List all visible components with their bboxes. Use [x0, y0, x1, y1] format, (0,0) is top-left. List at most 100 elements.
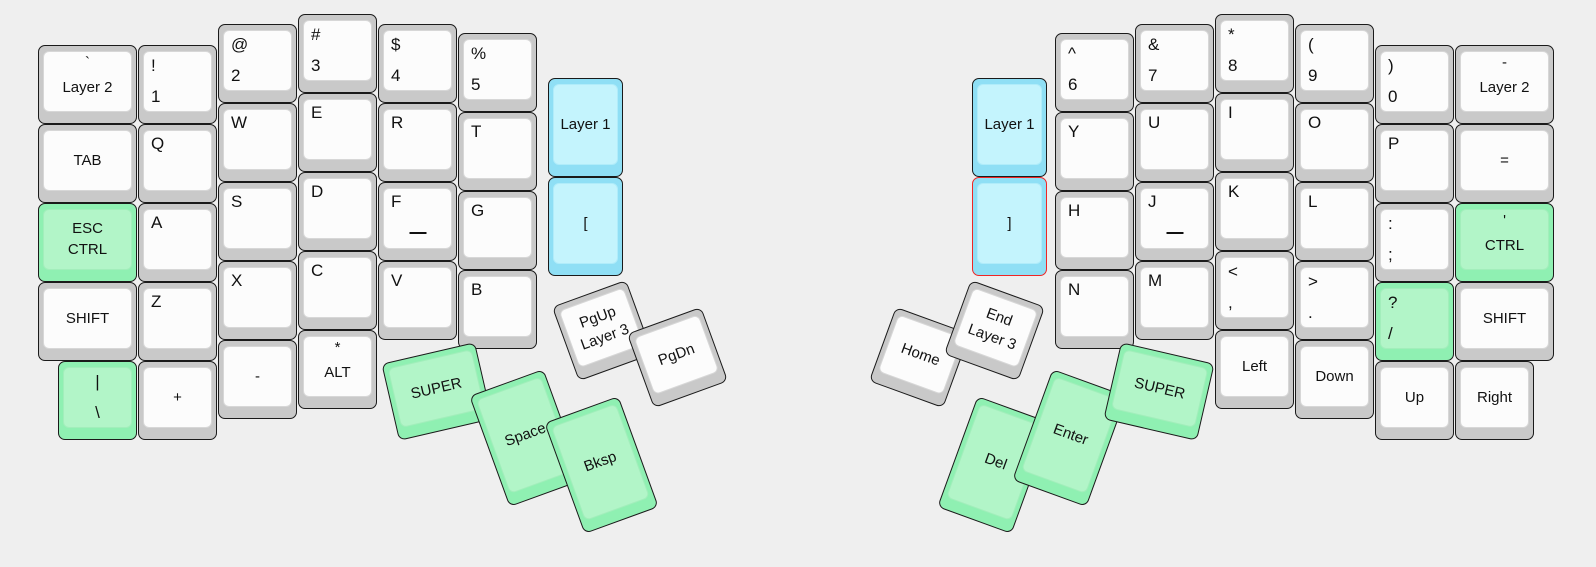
key-legend-center: [: [583, 214, 588, 232]
key-j[interactable]: J: [1135, 182, 1214, 261]
key-face: 'CTRL: [1460, 209, 1549, 270]
key-v[interactable]: V: [378, 261, 457, 340]
key-face: Down: [1300, 346, 1369, 407]
key-x[interactable]: X: [218, 261, 297, 340]
key-m[interactable]: M: [1135, 261, 1214, 340]
key-legend-center: Down: [1315, 367, 1354, 385]
key-layer1-right[interactable]: Layer 1: [972, 78, 1047, 177]
key-p[interactable]: P: [1375, 124, 1454, 203]
key-tab[interactable]: TAB: [38, 124, 137, 203]
key-shift-right[interactable]: SHIFT: [1455, 282, 1554, 361]
key-super-right[interactable]: SUPER: [1103, 342, 1215, 441]
key-legend-primary: \: [95, 403, 100, 423]
key-face: [: [553, 183, 618, 264]
key-y[interactable]: Y: [1055, 112, 1134, 191]
key-k[interactable]: K: [1215, 172, 1294, 251]
key-h[interactable]: H: [1055, 191, 1134, 270]
key-down-arrow[interactable]: Down: [1295, 340, 1374, 419]
key-7-amp[interactable]: &7: [1135, 24, 1214, 103]
key-1-exclam[interactable]: !1: [138, 45, 217, 124]
key-face: <,: [1220, 257, 1289, 318]
key-legend-shifted: ^: [1068, 44, 1076, 63]
key-9-lparen[interactable]: (9: [1295, 24, 1374, 103]
key-pgdn[interactable]: PgDn: [626, 306, 729, 409]
key-super-left[interactable]: SUPER: [381, 342, 493, 441]
key-i[interactable]: I: [1215, 93, 1294, 172]
key-0-rparen[interactable]: )0: [1375, 45, 1454, 124]
key-end-layer3[interactable]: End Layer 3: [943, 279, 1046, 382]
key-equals[interactable]: =: [1455, 124, 1554, 203]
key-legend-primary: B: [471, 280, 483, 299]
key-q[interactable]: Q: [138, 124, 217, 203]
key-face: V: [383, 267, 452, 328]
key-bracket-right[interactable]: ]: [972, 177, 1047, 276]
key-legend-center: Bksp: [581, 448, 620, 476]
key-n[interactable]: N: [1055, 270, 1134, 349]
key-face: M: [1140, 267, 1209, 328]
key-face: Right: [1460, 367, 1529, 428]
key-t[interactable]: T: [458, 112, 537, 191]
key-8-star[interactable]: *8: [1215, 14, 1294, 93]
key-a[interactable]: A: [138, 203, 217, 282]
key-c[interactable]: C: [298, 251, 377, 330]
key-face: ^6: [1060, 39, 1129, 100]
key-face: SHIFT: [1460, 288, 1549, 349]
key-d[interactable]: D: [298, 172, 377, 251]
key-semicolon-colon[interactable]: :;: [1375, 203, 1454, 282]
key-legend-primary: /: [1388, 324, 1393, 344]
key-5-percent[interactable]: %5: [458, 33, 537, 112]
key-legend-primary: I: [1228, 103, 1233, 122]
key-legend-center: Layer 1: [560, 115, 611, 133]
key-left-arrow[interactable]: Left: [1215, 330, 1294, 409]
key-b[interactable]: B: [458, 270, 537, 349]
key-r[interactable]: R: [378, 103, 457, 182]
key-up-arrow[interactable]: Up: [1375, 361, 1454, 440]
key-6-caret[interactable]: ^6: [1055, 33, 1134, 112]
key-u[interactable]: U: [1135, 103, 1214, 182]
key-ctrl-quote[interactable]: 'CTRL: [1455, 203, 1554, 282]
key-face: #3: [303, 20, 372, 81]
key-legend-shifted: |: [95, 372, 100, 391]
key-legend-center: ESC CTRL: [67, 220, 108, 258]
key-e[interactable]: E: [298, 93, 377, 172]
key-plus[interactable]: +: [138, 361, 217, 440]
key-legend-primary: T: [471, 122, 482, 141]
key-minus[interactable]: -: [218, 340, 297, 419]
key-legend-primary: V: [391, 271, 403, 290]
key-legend-shifted: ?: [1388, 293, 1398, 312]
key-s[interactable]: S: [218, 182, 297, 261]
key-legend-center: PgUp Layer 3: [577, 303, 632, 354]
key-g[interactable]: G: [458, 191, 537, 270]
key-slash-question[interactable]: ?/: [1375, 282, 1454, 361]
key-f[interactable]: F: [378, 182, 457, 261]
key-face: @2: [223, 30, 292, 91]
key-legend-primary: E: [311, 103, 323, 122]
key-shift-left[interactable]: SHIFT: [38, 282, 137, 361]
key-o[interactable]: O: [1295, 103, 1374, 182]
key-4-dollar[interactable]: $4: [378, 24, 457, 103]
key-z[interactable]: Z: [138, 282, 217, 361]
key-pipe-backslash[interactable]: |\: [58, 361, 137, 440]
key-face: P: [1380, 130, 1449, 191]
key-period-gt[interactable]: >.: [1295, 261, 1374, 340]
key-bracket-left[interactable]: [: [548, 177, 623, 276]
key-legend-center: Space: [502, 419, 549, 451]
key-legend-primary: S: [231, 192, 243, 211]
key-comma-lt[interactable]: <,: [1215, 251, 1294, 330]
key-2-at[interactable]: @2: [218, 24, 297, 103]
key-l[interactable]: L: [1295, 182, 1374, 261]
key-w[interactable]: W: [218, 103, 297, 182]
key-legend-primary: J: [1148, 192, 1157, 211]
key-bksp[interactable]: Bksp: [544, 396, 659, 534]
key-legend-primary: G: [471, 201, 485, 220]
key-legend-shifted: *: [1228, 25, 1235, 44]
key-3-hash[interactable]: #3: [298, 14, 377, 93]
key-layer2-grave[interactable]: `Layer 2: [38, 45, 137, 124]
key-alt[interactable]: *ALT: [298, 330, 377, 409]
key-layer1-left[interactable]: Layer 1: [548, 78, 623, 177]
key-legend-primary: M: [1148, 271, 1163, 290]
key-layer2-minus[interactable]: -Layer 2: [1455, 45, 1554, 124]
key-right-arrow[interactable]: Right: [1455, 361, 1534, 440]
key-face: TAB: [43, 130, 132, 191]
key-esc-ctrl[interactable]: ESC CTRL: [38, 203, 137, 282]
